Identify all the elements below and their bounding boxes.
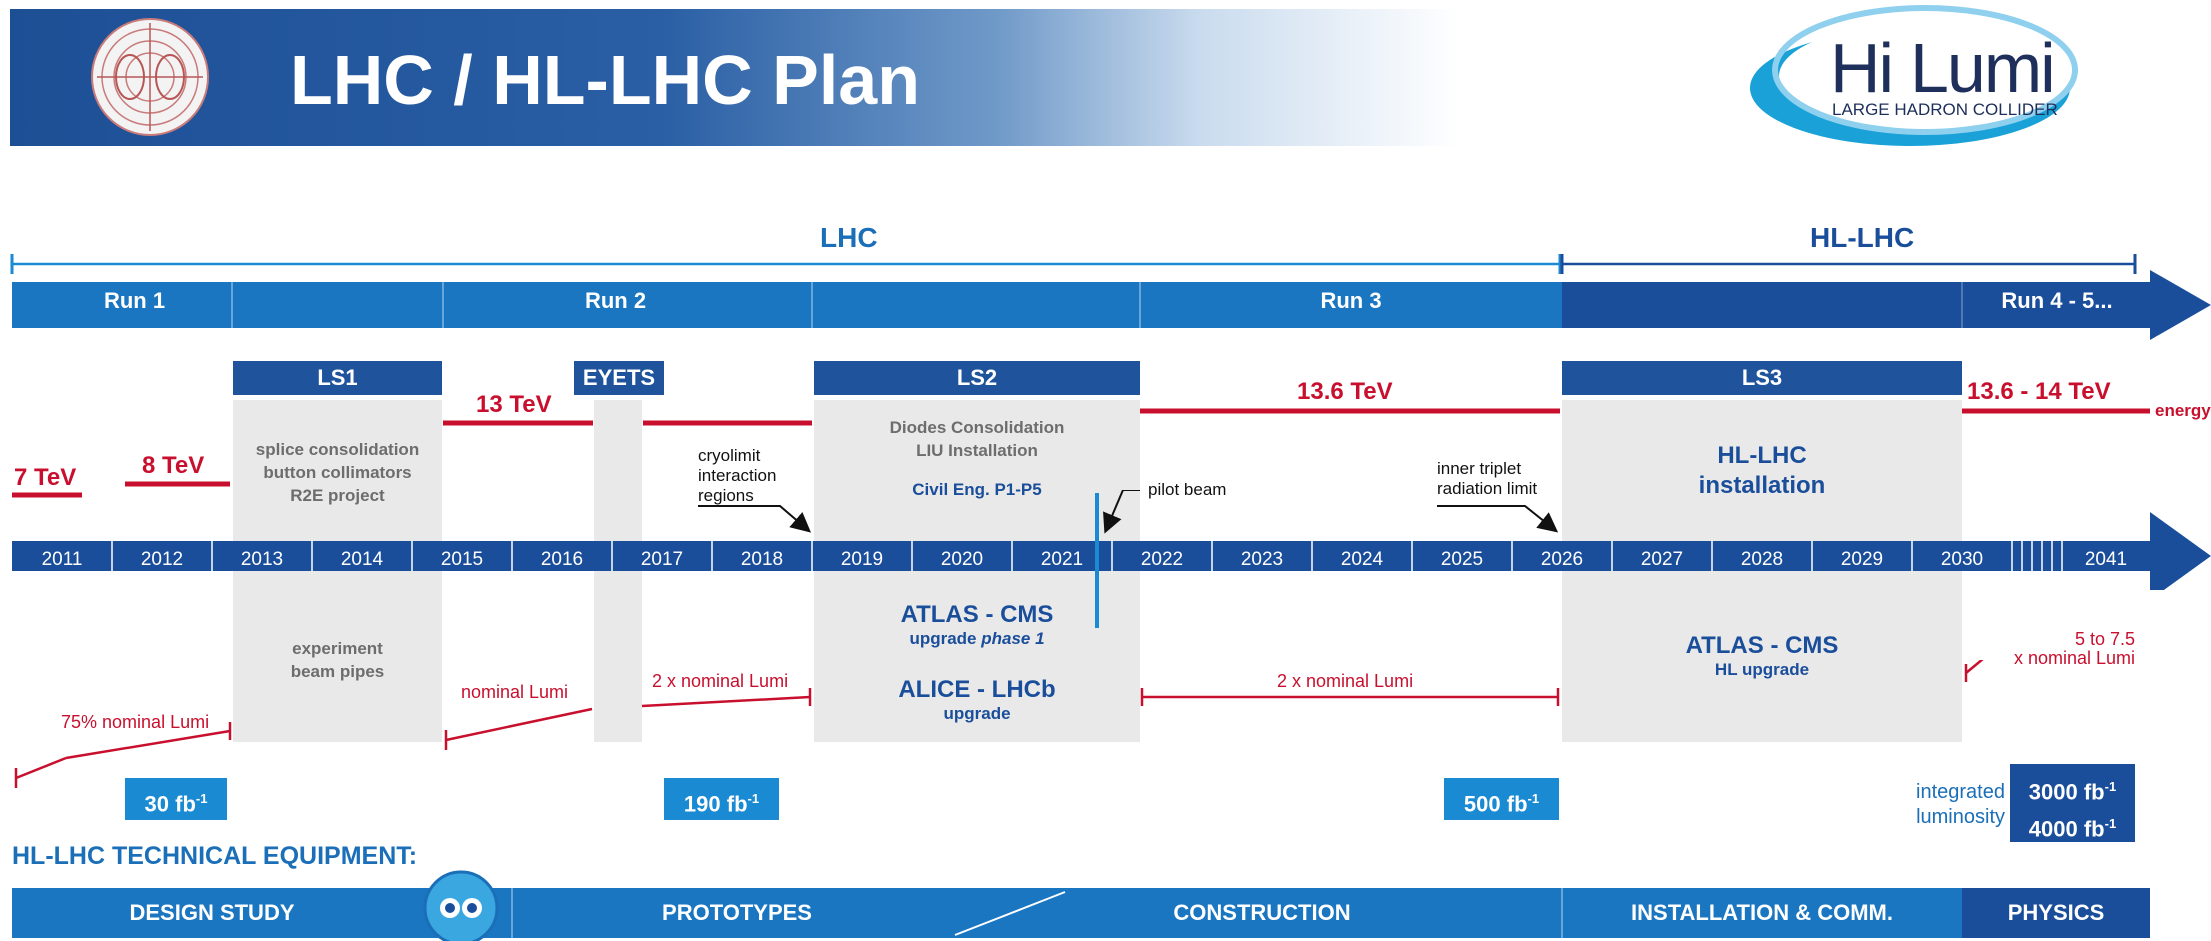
energy-13tev: 13 TeV: [476, 391, 552, 418]
year-2017: 2017: [640, 549, 684, 570]
phase-lhc-label: LHC: [820, 222, 878, 253]
year-2028: 2028: [1740, 549, 1784, 570]
equipment-construction: CONSTRUCTION: [1173, 900, 1351, 925]
energy-lines: [12, 408, 2150, 498]
hilumi-logo-lumi: Lumi: [1910, 29, 2056, 107]
annotation-arrows: [698, 490, 1559, 534]
year-2041: 2041: [2084, 549, 2128, 570]
year-2015: 2015: [440, 549, 484, 570]
ls2-civil-eng: Civil Eng. P1-P5: [912, 480, 1042, 499]
year-timeline-bar: [12, 512, 2211, 590]
energy-8tev: 8 TeV: [142, 452, 205, 479]
ls2-upgrade: upgrade: [943, 704, 1011, 723]
ls3-install-2: installation: [1698, 472, 1826, 499]
run-bar: [12, 270, 2211, 340]
year-2019: 2019: [840, 549, 884, 570]
equipment-phase-bar: [12, 888, 2150, 938]
integrated-run2-box: 190 fb-1: [664, 778, 779, 820]
header-banner: [10, 9, 1460, 146]
year-2014: 2014: [340, 549, 384, 570]
run-4-5-label: Run 4 - 5...: [2001, 288, 2113, 313]
cern-seal-logo: [91, 18, 209, 136]
run-3-label: Run 3: [1320, 288, 1382, 313]
year-2029: 2029: [1840, 549, 1884, 570]
year-2012: 2012: [140, 549, 184, 570]
year-2024: 2024: [1340, 549, 1384, 570]
energy-13-6-14tev: 13.6 - 14 TeV: [1967, 378, 2111, 405]
lumi-2x-run2-label: 2 x nominal Lumi: [652, 671, 789, 691]
year-2021: 2021: [1040, 549, 1084, 570]
year-2013: 2013: [240, 549, 284, 570]
energy-7tev: 7 TeV: [14, 464, 77, 491]
year-2022: 2022: [1140, 549, 1184, 570]
ls3-box: LS3: [1562, 361, 1962, 395]
magnet-cross-section-icon: [423, 870, 499, 941]
lumi-nominal-label: nominal Lumi: [461, 682, 569, 702]
eyets-box: EYETS: [574, 361, 664, 395]
equipment-design-study: DESIGN STUDY: [129, 900, 295, 925]
integrated-hl-box: 3000 fb-1 4000 fb-1: [2010, 764, 2135, 842]
equipment-installation-comm: INSTALLATION & COMM.: [1631, 900, 1893, 925]
run-1-label: Run 1: [103, 288, 166, 313]
year-2023: 2023: [1240, 549, 1284, 570]
hilumi-logo-swoosh: [1750, 5, 2078, 146]
pilot-beam-marker: [1095, 493, 1099, 628]
lumi-2x-run3-label: 2 x nominal Lumi: [1277, 671, 1414, 691]
year-2018: 2018: [740, 549, 784, 570]
year-2027: 2027: [1640, 549, 1684, 570]
year-2016: 2016: [540, 549, 584, 570]
ls1-box: LS1: [233, 361, 442, 395]
pilot-beam-note: pilot beam: [1148, 480, 1227, 499]
integrated-run1-box: 30 fb-1: [125, 778, 227, 820]
year-2025: 2025: [1440, 549, 1484, 570]
ls2-upgrade-phase1: upgrade phase 1: [909, 629, 1045, 648]
page-title: LHC / HL-LHC Plan: [290, 41, 920, 119]
ls3-install-1: HL-LHC: [1717, 442, 1807, 469]
phase-span-lines: [10, 254, 2137, 274]
energy-13-6tev: 13.6 TeV: [1297, 378, 1393, 405]
ls3-hl-upgrade: HL upgrade: [1714, 660, 1810, 679]
run-2-label: Run 2: [584, 288, 647, 313]
hilumi-logo-hi: Hi: [1830, 29, 1894, 107]
integrated-run3-box: 500 fb-1: [1444, 778, 1559, 820]
luminosity-lines: [14, 660, 1984, 788]
year-2026: 2026: [1540, 549, 1584, 570]
ls3-atlas-cms: ATLAS - CMS: [1685, 632, 1839, 659]
ls2-box: LS2: [814, 361, 1140, 395]
equipment-prototypes: PROTOTYPES: [662, 900, 812, 925]
equipment-section-title: HL-LHC TECHNICAL EQUIPMENT:: [12, 842, 418, 870]
energy-axis-label: energy: [2155, 401, 2211, 420]
hilumi-logo-subtitle: LARGE HADRON COLLIDER: [1832, 100, 2058, 119]
year-2011: 2011: [41, 549, 83, 570]
ls2-atlas-cms: ATLAS - CMS: [900, 601, 1054, 628]
ls2-alice-lhcb: ALICE - LHCb: [898, 676, 1056, 703]
year-2030: 2030: [1940, 549, 1984, 570]
year-2020: 2020: [940, 549, 984, 570]
lumi-75-label: 75% nominal Lumi: [61, 712, 210, 732]
phase-hl-lhc-label: HL-LHC: [1810, 222, 1915, 253]
equipment-physics: PHYSICS: [2007, 900, 2105, 925]
